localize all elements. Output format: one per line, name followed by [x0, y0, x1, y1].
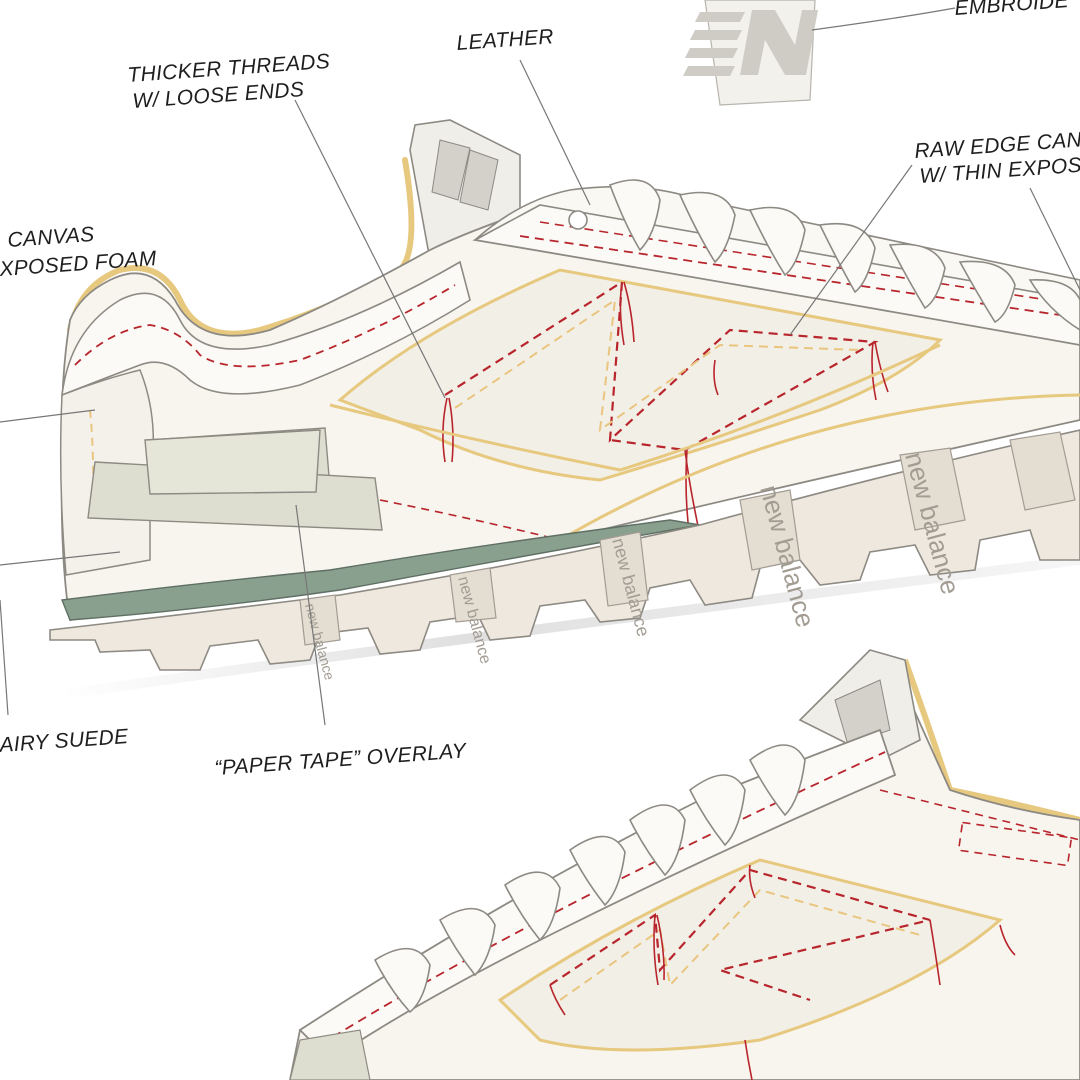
bottom-tape	[289, 1029, 371, 1080]
bottom-laces	[373, 744, 806, 1014]
label-paper-tape: “PAPER TAPE” OVERLAY	[214, 739, 469, 780]
bottom-shoe	[289, 649, 1080, 1080]
nb-logo-icon	[683, 10, 818, 76]
leader-embroidered	[811, 7, 956, 31]
leader-leather	[519, 59, 591, 206]
label-embroidered: EMBROIDE	[954, 0, 1070, 20]
midsole-tread-blocks	[299, 431, 1076, 646]
canvas-side-panel	[337, 268, 944, 482]
laces	[608, 179, 1080, 331]
label-canvas-line1: CANVAS	[7, 223, 95, 252]
foam-edge-lower	[329, 343, 941, 472]
bottom-heel-logo-icon	[834, 679, 891, 746]
collar-stitch	[74, 284, 456, 368]
leader-paper-tape	[295, 504, 326, 726]
label-leather: LEATHER	[456, 25, 555, 55]
n-logo-stitch	[444, 279, 879, 452]
collar-padding	[61, 260, 471, 397]
label-hairy-suede: AIRY SUEDE	[0, 725, 130, 757]
bottom-n-logo-stitch-yellow	[559, 888, 921, 1001]
eyelet	[568, 210, 588, 230]
floor-shadow	[60, 555, 1080, 700]
bottom-loose-threads	[549, 864, 1016, 1080]
foam-edge-lower-2	[559, 393, 1080, 542]
embroidered-logo-patch	[683, 0, 818, 106]
leader-raw-edge-right	[1029, 187, 1080, 291]
leader-canvas	[0, 409, 96, 423]
bottom-canvas-panel	[497, 858, 1004, 1052]
leader-threads	[294, 99, 446, 399]
bottom-upper-stitch	[879, 789, 1080, 841]
leader-lines	[0, 7, 1080, 726]
loose-thread-ends	[442, 281, 889, 541]
top-shoe: new balance new balance new balance new …	[49, 119, 1080, 700]
heel-logo-icon	[431, 139, 499, 211]
paper-tape-overlay	[87, 427, 383, 531]
n-logo-stitch-yellow	[454, 297, 861, 433]
leader-raw-edge	[789, 164, 913, 336]
leader-suede-2	[0, 599, 9, 716]
leader-suede-1	[0, 551, 121, 566]
